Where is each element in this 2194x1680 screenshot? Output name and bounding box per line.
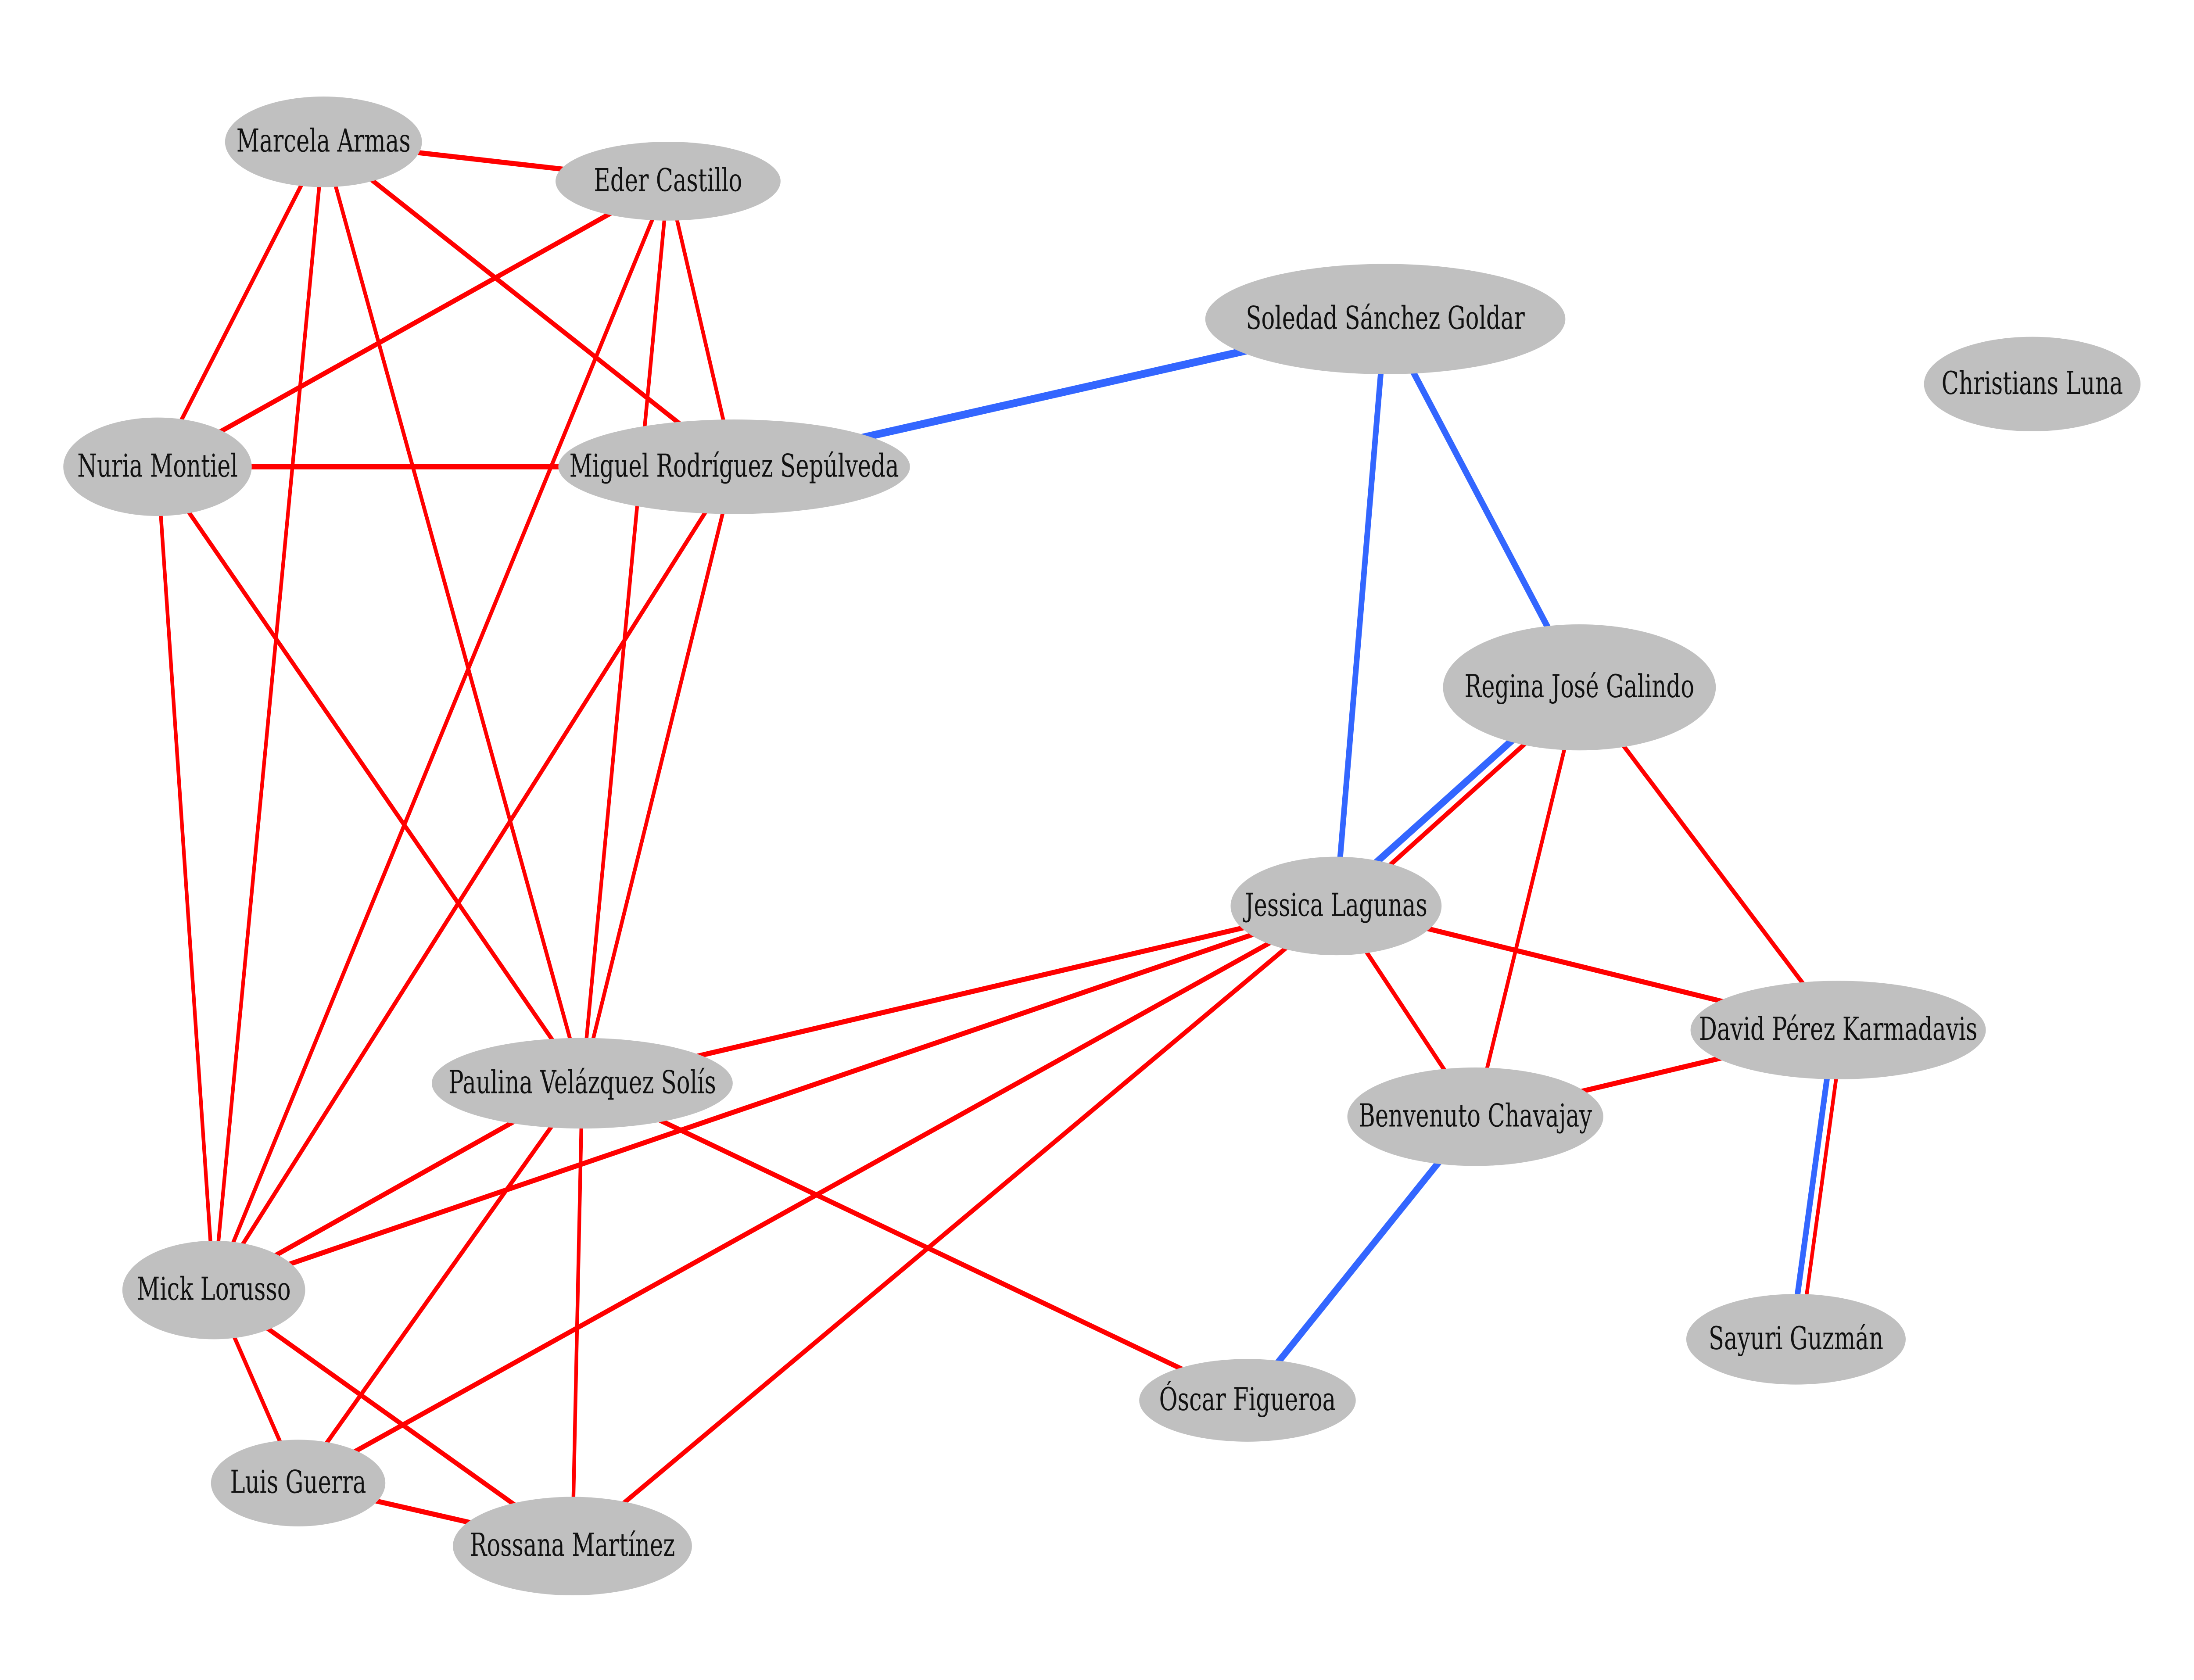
edge-paulina-luis-red bbox=[297, 1081, 584, 1485]
node-label: Mick Lorusso bbox=[137, 1271, 291, 1307]
node-paulina[interactable]: Paulina Velázquez Solís bbox=[431, 1038, 733, 1129]
edge-soledad-jessica-blue bbox=[1333, 319, 1388, 906]
node-label: Soledad Sánchez Goldar bbox=[1246, 300, 1525, 337]
node-label: Rossana Martínez bbox=[470, 1526, 675, 1563]
node-label: David Pérez Karmadavis bbox=[1699, 1010, 1977, 1047]
node-christians[interactable]: Christians Luna bbox=[1924, 337, 2141, 432]
edge-eder-mick-red bbox=[212, 180, 670, 1292]
edge-eder-nuria-red bbox=[157, 179, 669, 469]
node-luis[interactable]: Luis Guerra bbox=[211, 1440, 386, 1526]
node-label: Eder Castillo bbox=[594, 162, 742, 199]
node-ellipse bbox=[558, 419, 910, 514]
edge-jessica-mick-red bbox=[213, 903, 1337, 1293]
node-miguel[interactable]: Miguel Rodríguez Sepúlveda bbox=[558, 419, 910, 514]
node-label: Paulina Velázquez Solís bbox=[448, 1064, 716, 1101]
node-sayuri[interactable]: Sayuri Guzmán bbox=[1686, 1294, 1906, 1385]
node-ellipse bbox=[556, 142, 781, 221]
edge-eder-miguel-red bbox=[666, 180, 736, 468]
edge-marcela-nuria-red bbox=[156, 140, 325, 469]
node-label: Benvenuto Chavajay bbox=[1359, 1097, 1592, 1134]
edge-eder-paulina-red bbox=[580, 181, 670, 1084]
edge-mick-rossana-red bbox=[213, 1288, 574, 1548]
node-ellipse bbox=[211, 1440, 386, 1526]
node-label: Christians Luna bbox=[1942, 365, 2123, 401]
edge-david-sayuri-red bbox=[1798, 1031, 1845, 1341]
node-mick[interactable]: Mick Lorusso bbox=[122, 1240, 305, 1340]
edge-paulina-rossana-red bbox=[570, 1083, 584, 1546]
edge-nuria-paulina-red bbox=[156, 465, 584, 1085]
node-ellipse bbox=[1686, 1294, 1906, 1385]
edge-paulina-oscar-red bbox=[581, 1081, 1248, 1403]
node-label: Luis Guerra bbox=[230, 1464, 366, 1501]
node-ellipse bbox=[1139, 1359, 1356, 1442]
edge-miguel-mick-red bbox=[212, 465, 736, 1292]
edge-marcela-miguel-red bbox=[323, 140, 735, 469]
node-eder[interactable]: Eder Castillo bbox=[556, 142, 781, 221]
node-ellipse bbox=[1230, 856, 1442, 956]
edge-regina-benvenuto-red bbox=[1473, 686, 1581, 1118]
node-jessica[interactable]: Jessica Lagunas bbox=[1230, 856, 1442, 956]
node-label: Sayuri Guzmán bbox=[1709, 1320, 1883, 1357]
node-marcela[interactable]: Marcela Armas bbox=[225, 96, 422, 187]
edge-jessica-rossana-red bbox=[571, 903, 1337, 1548]
node-ellipse bbox=[1347, 1067, 1603, 1166]
edge-marcela-mick-red bbox=[212, 141, 326, 1290]
node-label: Nuria Montiel bbox=[77, 448, 238, 484]
edge-soledad-regina-blue bbox=[1383, 316, 1582, 690]
node-ellipse bbox=[453, 1497, 692, 1595]
node-label: Regina José Galindo bbox=[1465, 668, 1694, 705]
edge-nuria-mick-red bbox=[155, 466, 216, 1290]
edge-paulina-jessica-red bbox=[582, 903, 1337, 1086]
edge-marcela-paulina-red bbox=[322, 141, 584, 1084]
edge-david-sayuri-blue bbox=[1789, 1028, 1837, 1339]
node-label: Jessica Lagunas bbox=[1243, 887, 1427, 924]
node-label: Miguel Rodríguez Sepúlveda bbox=[570, 448, 899, 484]
node-ellipse bbox=[225, 96, 422, 187]
edge-miguel-paulina-red bbox=[580, 466, 736, 1084]
node-label: Marcela Armas bbox=[237, 122, 411, 159]
node-regina[interactable]: Regina José Galindo bbox=[1443, 624, 1716, 751]
node-ellipse bbox=[1205, 264, 1566, 374]
node-ellipse bbox=[1443, 624, 1716, 751]
node-ellipse bbox=[431, 1038, 733, 1129]
edge-jessica-luis-red bbox=[297, 903, 1337, 1486]
node-soledad[interactable]: Soledad Sánchez Goldar bbox=[1205, 264, 1566, 374]
node-ellipse bbox=[63, 417, 252, 516]
edge-benvenuto-oscar-blue bbox=[1245, 1114, 1477, 1404]
node-oscar[interactable]: Óscar Figueroa bbox=[1139, 1359, 1356, 1442]
node-benvenuto[interactable]: Benvenuto Chavajay bbox=[1347, 1067, 1603, 1166]
node-ellipse bbox=[1690, 981, 1986, 1079]
node-label: Óscar Figueroa bbox=[1159, 1381, 1336, 1418]
node-rossana[interactable]: Rossana Martínez bbox=[453, 1497, 692, 1595]
node-ellipse bbox=[1924, 337, 2141, 432]
node-ellipse bbox=[122, 1240, 305, 1340]
edges-layer bbox=[155, 139, 1845, 1549]
node-david[interactable]: David Pérez Karmadavis bbox=[1690, 981, 1986, 1079]
node-nuria[interactable]: Nuria Montiel bbox=[63, 417, 252, 516]
